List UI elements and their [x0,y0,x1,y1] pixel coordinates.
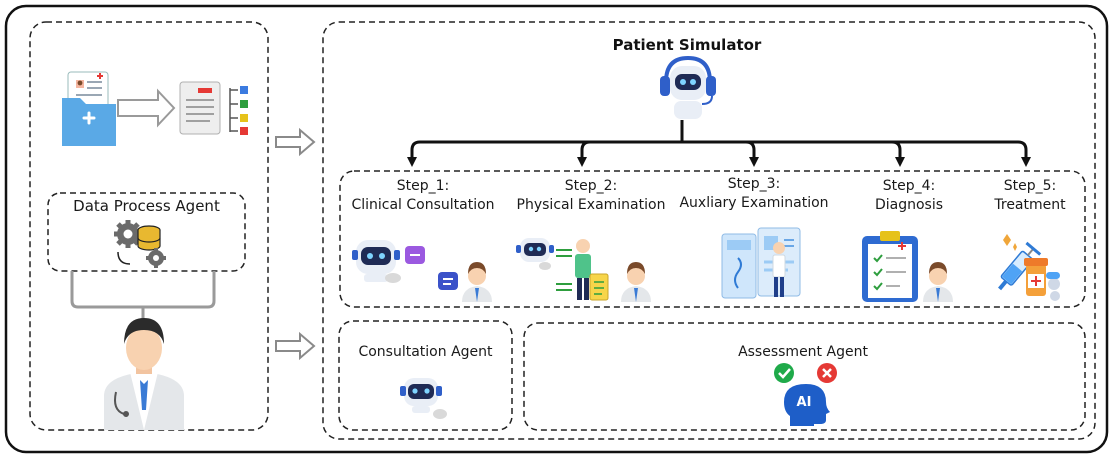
consultation-agent-box [338,320,513,431]
step-2-name: Physical Examination [516,197,666,213]
assessment-agent-label: Assessment Agent [738,344,868,360]
cross-icon [817,363,837,383]
flow-arrow-bottom [275,331,316,361]
ai-head-icon [784,384,830,426]
step-3-name: Auxliary Examination [679,195,829,211]
doctor-avatar [104,318,184,430]
structured-document-icon [179,81,248,135]
simulator-title: Patient Simulator [612,36,762,54]
outer-frame [4,4,1109,454]
branch-step-2 [577,140,682,167]
step-5-name: Treatment [994,197,1066,213]
simulator-robot-icon [660,55,716,119]
branch-step-1 [407,140,682,167]
branch-step-3 [682,140,759,167]
assessment-agent-box [523,322,1086,431]
simulator-panel [322,21,1096,440]
step-2-number: Step_2: [564,178,618,194]
process-arrow [117,88,176,128]
step-4-name: Diagnosis [874,197,944,213]
consultation-robot-icon [400,378,447,419]
step-3-number: Step_3: [727,176,781,192]
data-process-agent-label: Data Process Agent [73,197,220,215]
patient-records-folder-icon [62,71,116,146]
step-1-number: Step_1: [396,178,450,194]
steps-container [339,170,1086,308]
gears-database-icon [114,220,166,268]
data-process-agent-box [47,192,246,272]
physical-examination-illustration [516,238,651,302]
ai-badge: AI [797,395,812,410]
step-4-number: Step_4: [882,178,936,194]
branch-step-4 [682,140,905,167]
step-5-number: Step_5: [1003,178,1057,194]
branch-step-5 [682,140,1031,167]
step-1-name: Clinical Consultation [351,197,495,213]
diagnosis-illustration [862,231,953,302]
consultation-agent-label: Consultation Agent [358,344,493,360]
treatment-illustration [998,234,1060,301]
auxiliary-examination-illustration [721,227,801,299]
clinical-consultation-illustration [352,240,492,302]
flow-arrow-top [275,127,316,157]
check-icon [774,363,794,383]
